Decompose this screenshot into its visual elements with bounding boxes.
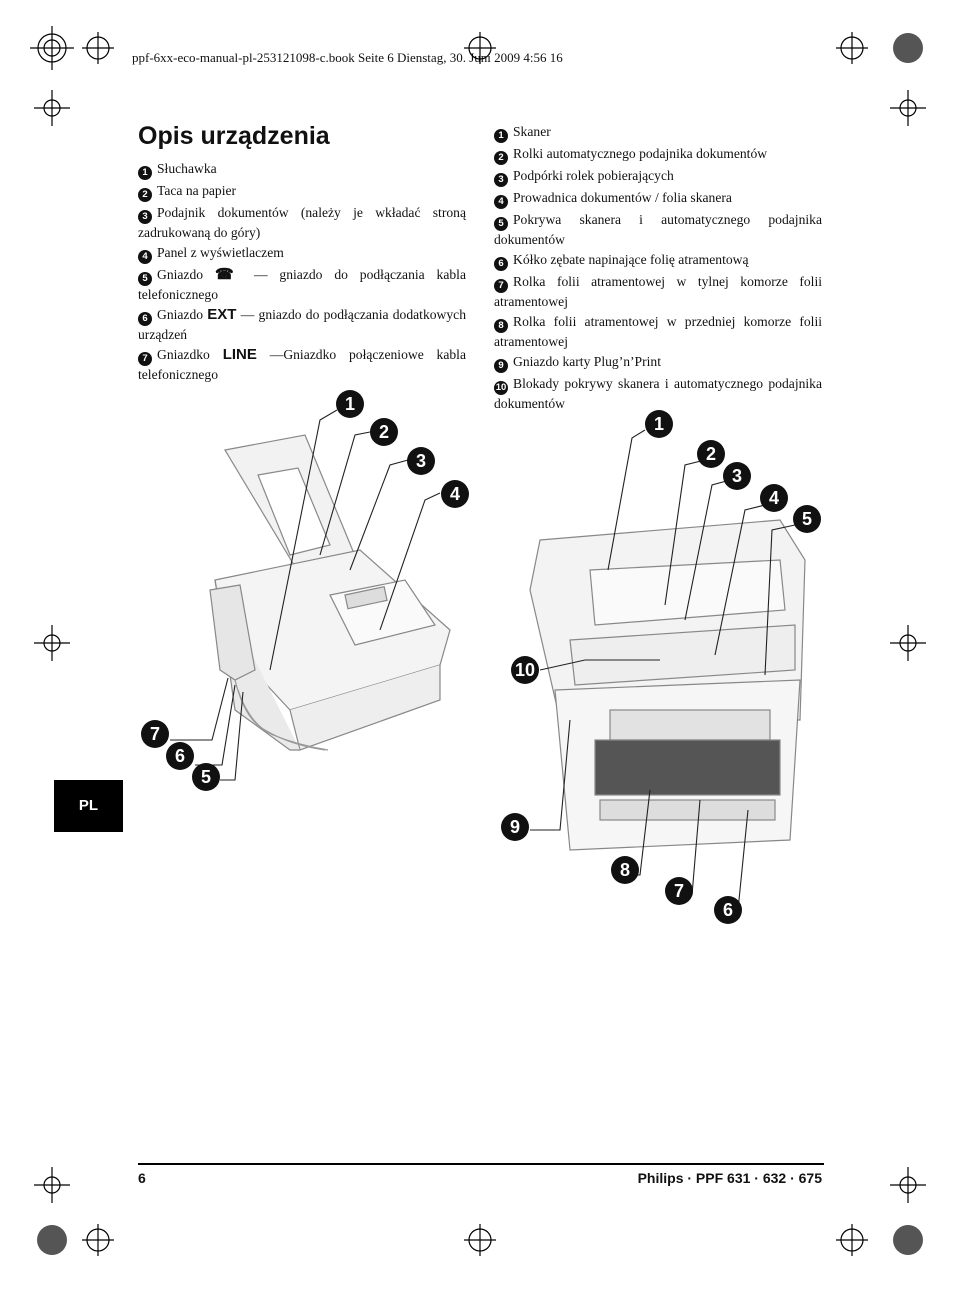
callout-badge: 7 bbox=[141, 720, 169, 748]
callout-badge: 5 bbox=[793, 505, 821, 533]
callout-badge: 3 bbox=[407, 447, 435, 475]
product-name: Philips · PPF 631 · 632 · 675 bbox=[637, 1170, 822, 1186]
callout-badge: 5 bbox=[192, 763, 220, 791]
callout-badge: 3 bbox=[723, 462, 751, 490]
callout-badge: 1 bbox=[336, 390, 364, 418]
callout-badge: 4 bbox=[760, 484, 788, 512]
callout-badge: 6 bbox=[166, 742, 194, 770]
callout-badge: 8 bbox=[611, 856, 639, 884]
print-header: ppf-6xx-eco-manual-pl-253121098-c.book S… bbox=[132, 50, 563, 65]
language-tab: PL bbox=[54, 780, 123, 832]
callout-badge: 10 bbox=[511, 656, 539, 684]
page-number: 6 bbox=[138, 1170, 146, 1186]
callout-badge: 7 bbox=[665, 877, 693, 905]
callout-badge: 9 bbox=[501, 813, 529, 841]
callout-badge: 2 bbox=[370, 418, 398, 446]
phone-handset-icon: ☎ bbox=[214, 266, 243, 283]
footer-rule bbox=[138, 1163, 824, 1165]
callout-badge: 1 bbox=[645, 410, 673, 438]
callout-badge: 4 bbox=[441, 480, 469, 508]
callout-badge: 6 bbox=[714, 896, 742, 924]
section-title: Opis urządzenia bbox=[138, 122, 330, 150]
callout-badge: 2 bbox=[697, 440, 725, 468]
fax-front-illustration bbox=[170, 409, 451, 781]
fax-open-illustration bbox=[529, 429, 806, 911]
